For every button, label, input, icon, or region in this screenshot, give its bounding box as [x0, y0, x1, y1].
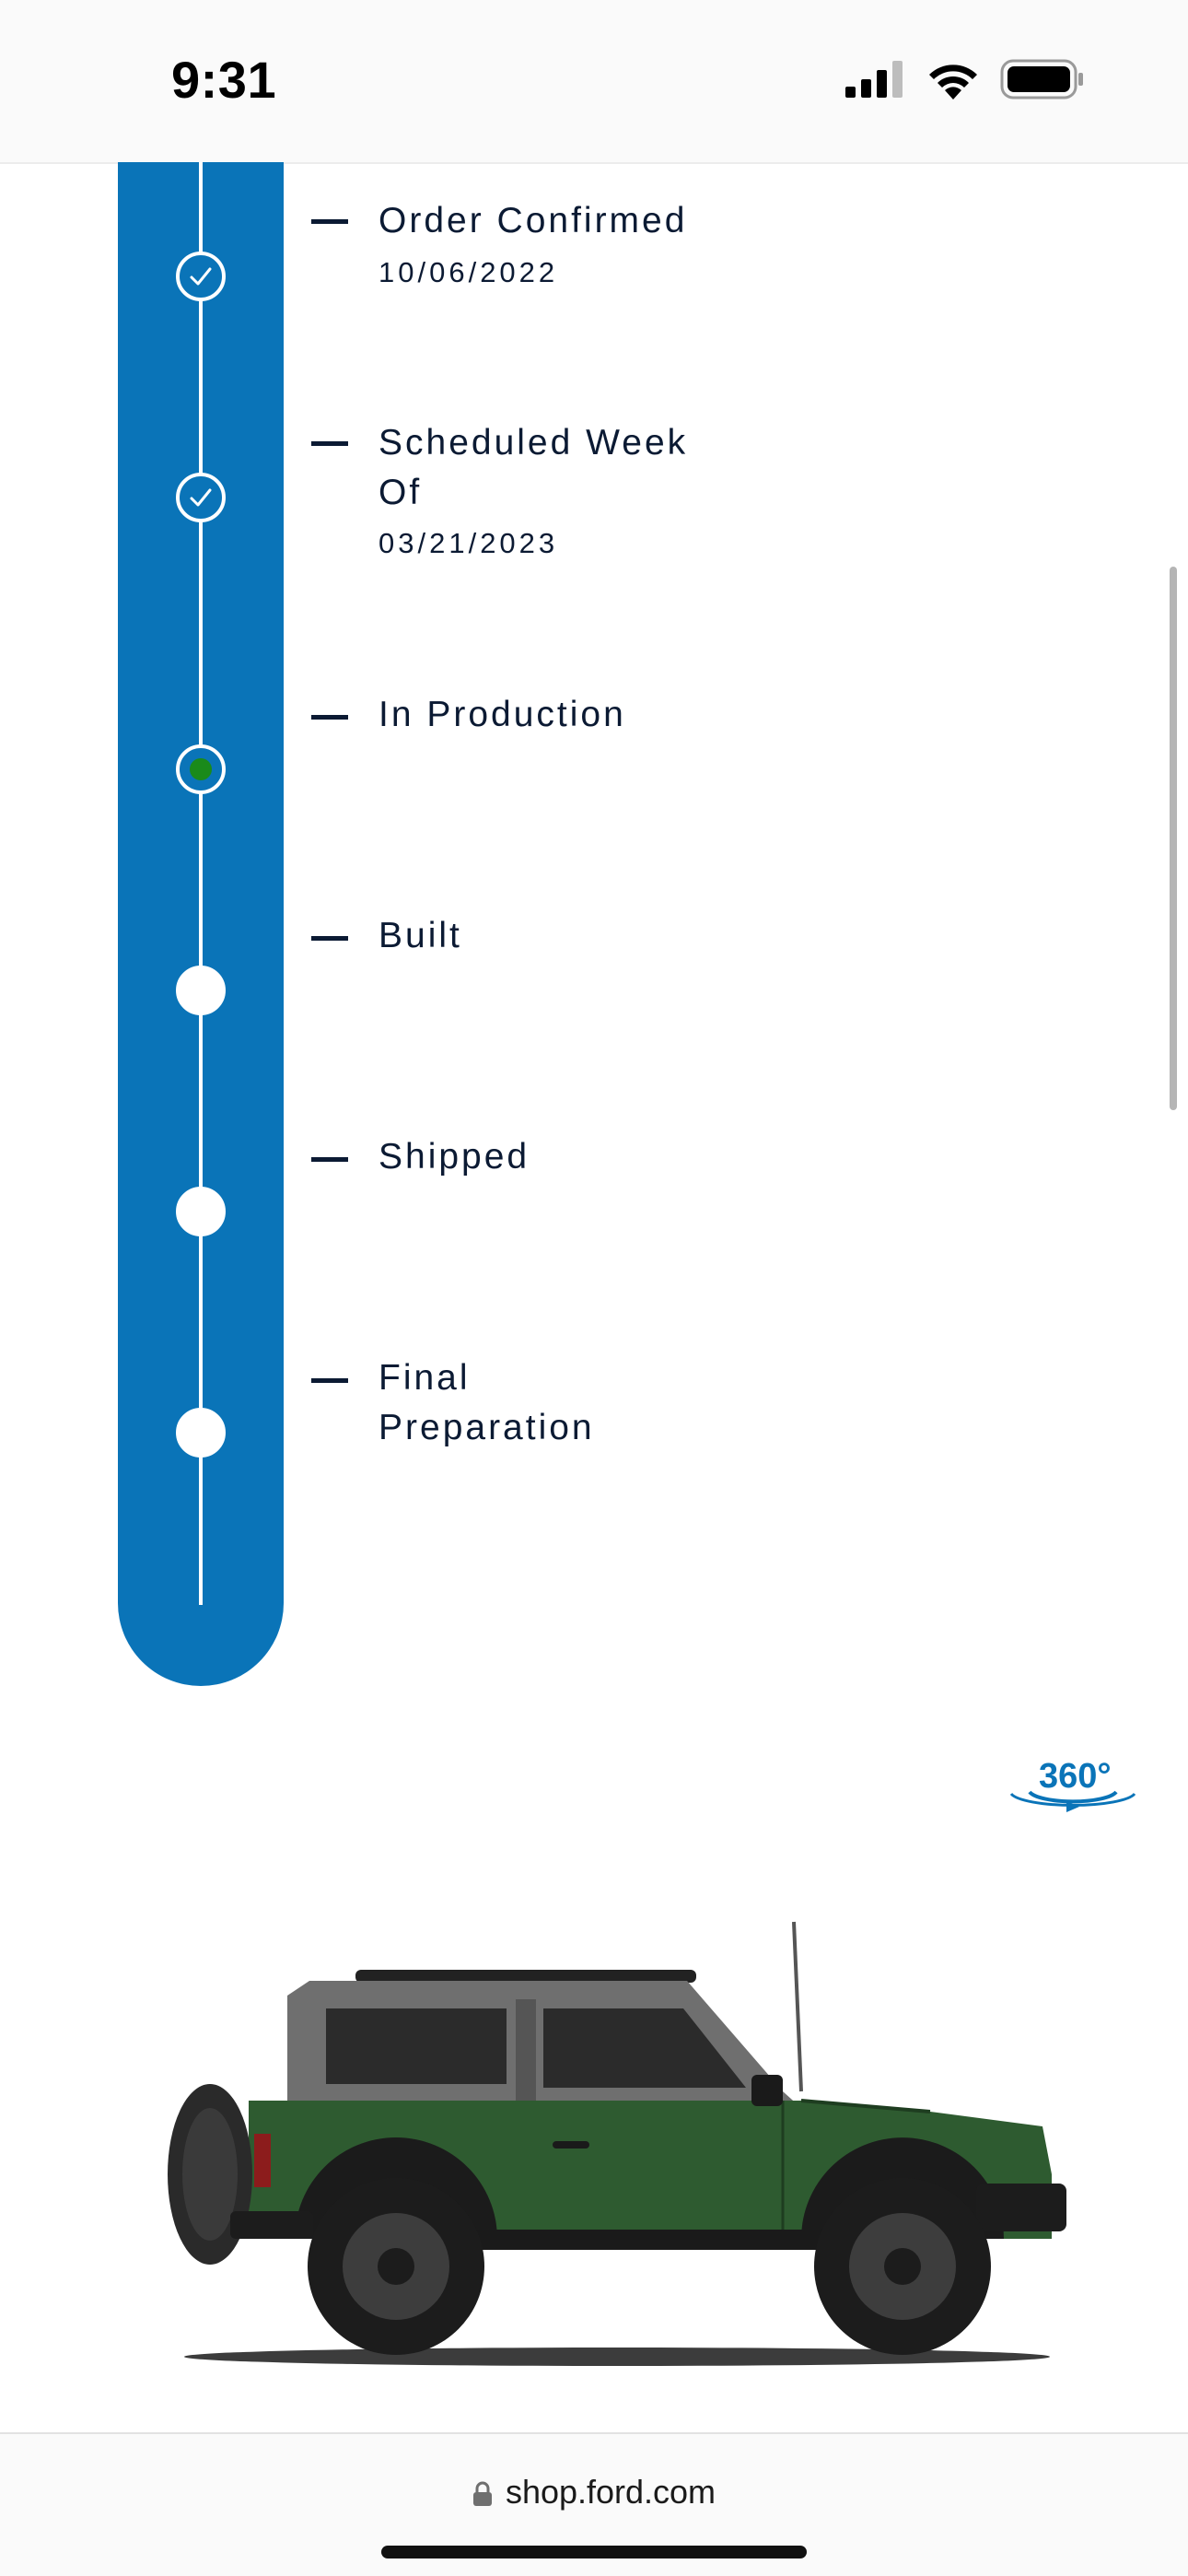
step-dash — [311, 1378, 348, 1383]
checkmark-icon — [190, 267, 212, 286]
step-label-scheduled-week: Scheduled Week Of — [379, 423, 689, 512]
battery-icon — [1000, 59, 1083, 100]
url-text: shop.ford.com — [505, 2473, 716, 2511]
step-label-in-production: In Production — [379, 695, 626, 734]
vehicle-image[interactable] — [138, 1907, 1068, 2368]
step-dash — [311, 715, 348, 720]
step-label-built: Built — [379, 916, 462, 955]
step-dash — [311, 219, 348, 224]
step-node-scheduled-week — [176, 473, 226, 522]
step-node-shipped — [176, 1187, 226, 1236]
step-node-built — [176, 966, 226, 1015]
address-bar[interactable]: shop.ford.com — [0, 2473, 1188, 2512]
step-date-order-confirmed: 10/06/2022 — [379, 256, 559, 288]
current-step-dot — [190, 758, 212, 780]
rotate-360-icon — [1009, 1790, 1136, 1812]
view-360-button[interactable]: 360° — [1004, 1755, 1142, 1820]
step-date-scheduled-week: 03/21/2023 — [379, 527, 559, 559]
lock-icon — [472, 2482, 492, 2507]
cellular-signal-icon — [845, 61, 903, 98]
home-indicator[interactable] — [381, 2546, 807, 2558]
step-dash — [311, 936, 348, 941]
scroll-indicator[interactable] — [1170, 567, 1177, 1110]
checkmark-icon — [190, 488, 212, 507]
status-icons — [845, 57, 1085, 101]
step-label-shipped: Shipped — [379, 1137, 530, 1177]
status-time: 9:31 — [171, 51, 277, 109]
step-dash — [311, 1157, 348, 1162]
step-node-final-preparation — [176, 1408, 226, 1458]
view-360-label: 360° — [1039, 1757, 1112, 1796]
browser-bottom-bar: shop.ford.com — [0, 2432, 1188, 2576]
step-node-in-production — [176, 744, 226, 794]
timeline-line — [199, 162, 203, 1605]
wifi-icon — [929, 64, 977, 100]
step-label-final-preparation: Final Preparation — [379, 1358, 595, 1447]
step-node-order-confirmed — [176, 252, 226, 301]
status-bar: 9:31 — [0, 0, 1188, 164]
step-dash — [311, 441, 348, 446]
step-label-order-confirmed: Order Confirmed — [379, 201, 688, 240]
